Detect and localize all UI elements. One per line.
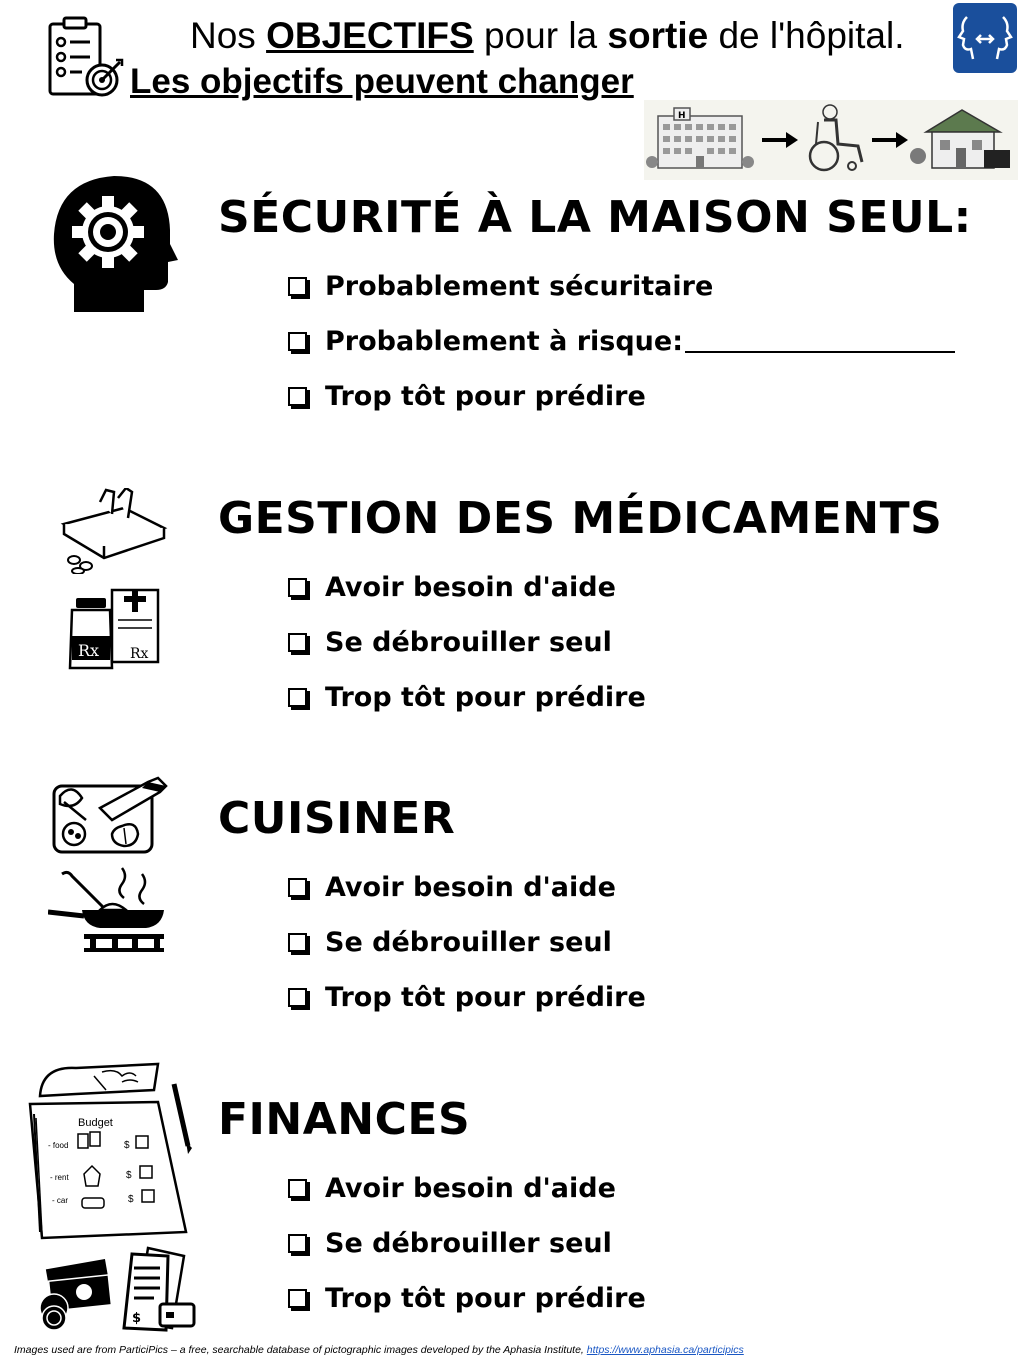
prescription-bottle-icon: Rx Rx xyxy=(66,588,162,670)
option-row: Se débrouiller seul xyxy=(288,624,612,660)
head-gear-icon xyxy=(52,174,178,314)
option-row: Probablement sécuritaire xyxy=(288,268,713,304)
option-row: Avoir besoin d'aide xyxy=(288,569,616,605)
option-row: Trop tôt pour prédire xyxy=(288,679,646,715)
option-label: Probablement à risque: xyxy=(325,325,683,357)
svg-text:Budget: Budget xyxy=(78,1117,113,1129)
svg-text:- car: - car xyxy=(52,1196,68,1205)
checkbox[interactable] xyxy=(288,932,307,952)
checkbox[interactable] xyxy=(288,987,307,1007)
checkbox[interactable] xyxy=(288,386,307,406)
option-row: Trop tôt pour prédire xyxy=(288,979,646,1015)
pill-organizer-icon xyxy=(60,488,168,574)
section-title-medicaments: GESTION DES MÉDICAMENTS xyxy=(218,493,943,544)
checkbox[interactable] xyxy=(288,687,307,707)
option-row: Trop tôt pour prédire xyxy=(288,378,646,414)
option-row: Se débrouiller seul xyxy=(288,924,612,960)
checkbox[interactable] xyxy=(288,331,307,351)
option-label: Avoir besoin d'aide xyxy=(325,871,616,903)
svg-text:H: H xyxy=(678,111,686,121)
option-row: Probablement à risque: xyxy=(288,323,955,359)
section-title-cuisiner: CUISINER xyxy=(218,793,456,844)
option-label: Avoir besoin d'aide xyxy=(325,571,616,603)
option-row: Trop tôt pour prédire xyxy=(288,1280,646,1316)
option-row: Avoir besoin d'aide xyxy=(288,1170,616,1206)
svg-text:Rx: Rx xyxy=(130,646,149,662)
section-title-finances: FINANCES xyxy=(218,1094,471,1145)
checkbox[interactable] xyxy=(288,877,307,897)
cutting-board-icon xyxy=(52,776,168,856)
option-label: Probablement sécuritaire xyxy=(325,270,714,302)
bill-card-icon: $ xyxy=(118,1246,198,1332)
checkbox[interactable] xyxy=(288,1178,307,1198)
footer-link[interactable]: https://www.aphasia.ca/participics xyxy=(586,1344,744,1356)
checkbox[interactable] xyxy=(288,632,307,652)
header-subtitle: Les objectifs peuvent changer xyxy=(130,62,634,101)
option-label: Trop tôt pour prédire xyxy=(325,1282,646,1314)
option-row: Avoir besoin d'aide xyxy=(288,869,616,905)
frying-pan-stove-icon xyxy=(48,866,168,954)
option-label: Trop tôt pour prédire xyxy=(325,380,646,412)
svg-text:$: $ xyxy=(126,1170,132,1181)
option-row: Se débrouiller seul xyxy=(288,1225,612,1261)
aphasia-institute-logo xyxy=(953,3,1017,73)
footer-text: Images used are from ParticiPics – a fre… xyxy=(14,1344,587,1356)
cash-coins-icon xyxy=(38,1256,114,1332)
checkbox[interactable] xyxy=(288,1288,307,1308)
svg-text:Rx: Rx xyxy=(78,641,99,660)
footer-credit: Images used are from ParticiPics – a fre… xyxy=(14,1344,744,1356)
svg-text:$: $ xyxy=(128,1194,134,1205)
clipboard-target-icon xyxy=(46,16,124,100)
option-label: Trop tôt pour prédire xyxy=(325,981,646,1013)
option-label: Trop tôt pour prédire xyxy=(325,681,646,713)
checkbox[interactable] xyxy=(288,1233,307,1253)
svg-text:$: $ xyxy=(124,1140,130,1151)
option-label: Se débrouiller seul xyxy=(325,1227,612,1259)
checkbox[interactable] xyxy=(288,276,307,296)
header-title: Nos OBJECTIFS pour la sortie de l'hôpita… xyxy=(190,15,905,56)
option-label: Se débrouiller seul xyxy=(325,926,612,958)
checkbox[interactable] xyxy=(288,577,307,597)
fill-in-blank-line[interactable] xyxy=(685,329,955,353)
svg-text:- food: - food xyxy=(48,1141,68,1150)
option-label: Avoir besoin d'aide xyxy=(325,1172,616,1204)
svg-text:- rent: - rent xyxy=(50,1173,69,1182)
hospital-to-home-pictogram: H xyxy=(644,100,1018,180)
option-label: Se débrouiller seul xyxy=(325,626,612,658)
svg-text:$: $ xyxy=(132,1311,141,1326)
budget-book-icon: Budget - food - rent - car $ $ $ xyxy=(26,1062,194,1242)
section-title-securite: SÉCURITÉ À LA MAISON SEUL: xyxy=(218,192,972,243)
